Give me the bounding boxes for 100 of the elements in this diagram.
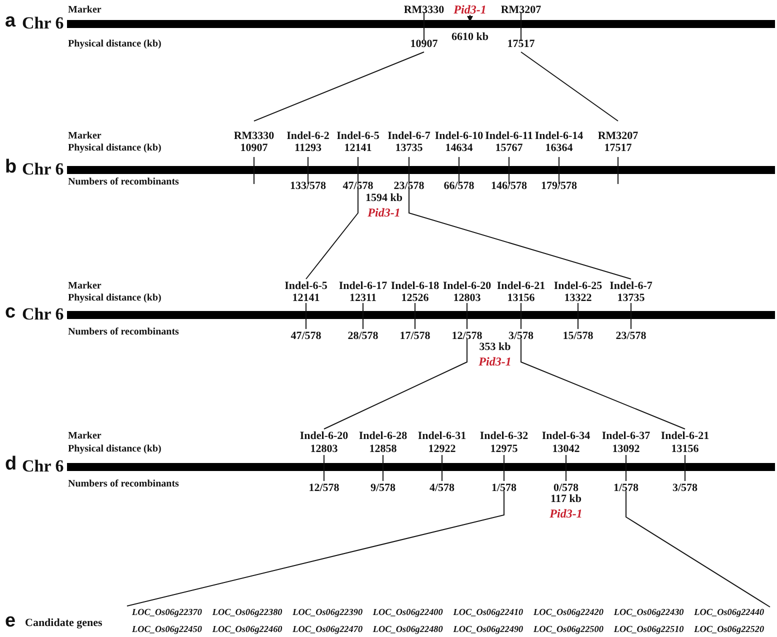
row-heading: Numbers of recombinants — [68, 326, 179, 338]
marker-name: Indel-6-20 — [300, 430, 348, 442]
marker-name: Indel-6-37 — [602, 430, 650, 442]
recombinant-count: 179/578 — [540, 180, 578, 192]
physical-distance: 13322 — [564, 292, 592, 304]
marker-name: Indel-6-14 — [534, 130, 584, 142]
row-heading: Marker — [68, 4, 102, 16]
gene-name: LOC_Os06g22420 — [534, 606, 604, 618]
marker-name: Indel-6-28 — [358, 430, 408, 442]
marker-name: Indel-6-5 — [284, 280, 328, 292]
physical-distance: 13042 — [552, 442, 580, 456]
panel-letter: d — [5, 454, 17, 476]
row-heading: Physical distance (kb) — [68, 38, 162, 50]
gene-name: LOC_Os06g22440 — [694, 606, 764, 618]
physical-distance: 12922 — [428, 442, 456, 456]
gene-name: LOC_Os06g22470 — [292, 624, 363, 634]
physical-distance: 11293 — [294, 142, 322, 154]
gene-name: LOC_Os06g22450 — [132, 624, 202, 634]
recombinant-count: 1/578 — [491, 482, 517, 494]
gene-name: LOC_Os06g22370 — [132, 606, 202, 618]
physical-distance: 12975 — [490, 442, 518, 456]
gene-name: LOC_Os06g22510 — [614, 624, 684, 634]
gene-name: LOC_Os06g22390 — [292, 606, 363, 618]
marker-name: Indel-6-17 — [338, 280, 388, 292]
panel-letter: e — [5, 612, 16, 632]
recombinant-count: 1/578 — [613, 482, 639, 494]
physical-distance: 13156 — [671, 442, 699, 456]
interval-size: 6610 kb — [452, 30, 488, 44]
marker-name: Indel-6-2 — [286, 130, 330, 142]
physical-distance: 14634 — [445, 142, 473, 154]
gene-name: Pid3-1 — [478, 355, 512, 369]
gene-name: LOC_Os06g22430 — [614, 606, 684, 618]
gene-name: LOC_Os06g22410 — [453, 606, 524, 618]
marker-name: Indel-6-5 — [336, 130, 380, 142]
physical-distance: 13735 — [395, 142, 423, 154]
recombinant-count: 28/578 — [348, 330, 378, 342]
panel-letter: b — [5, 158, 17, 178]
row-heading: Numbers of recombinants — [68, 176, 179, 188]
gene-name: Pid3-1 — [368, 206, 400, 220]
recombinant-count: 66/578 — [444, 180, 474, 192]
marker-name: Indel-6-21 — [660, 430, 710, 442]
gene-name: LOC_Os06g22500 — [534, 624, 604, 634]
row-heading: Physical distance (kb) — [68, 292, 162, 304]
gene-name: Pid3-1 — [550, 507, 582, 521]
recombinant-count: 12/578 — [308, 482, 340, 494]
recombinant-count: 3/578 — [508, 330, 534, 342]
physical-distance: 13156 — [507, 292, 535, 304]
physical-distance: 12311 — [350, 292, 376, 304]
marker-name: RM3330 — [234, 130, 274, 142]
gene-name: LOC_Os06g22460 — [212, 624, 282, 634]
marker-name: Indel-6-10 — [434, 130, 484, 142]
recombinant-count: 47/578 — [290, 330, 322, 342]
recombinant-count: 146/578 — [490, 180, 528, 192]
row-heading: Numbers of recombinants — [68, 478, 179, 490]
row-heading: Candidate genes — [25, 616, 102, 630]
recombinant-count: 23/578 — [616, 330, 646, 342]
row-heading: Marker — [68, 430, 102, 442]
marker-name: Indel-6-11 — [485, 130, 533, 142]
panel-letter: a — [5, 12, 16, 32]
marker-name: Indel-6-31 — [418, 430, 466, 442]
physical-distance: 17517 — [604, 142, 632, 154]
interval-size: 353 kb — [479, 340, 511, 354]
recombinant-count: 4/578 — [429, 482, 455, 494]
row-heading: Physical distance (kb) — [68, 444, 162, 454]
marker-name: RM3207 — [500, 4, 542, 16]
chromosome-label: Chr 6 — [22, 14, 64, 34]
gene-name: LOC_Os06g22400 — [372, 606, 443, 618]
row-heading: Physical distance (kb) — [68, 142, 162, 154]
recombinant-count: 9/578 — [370, 482, 396, 494]
physical-distance: 12803 — [310, 442, 338, 456]
gene-name: LOC_Os06g22480 — [372, 624, 443, 634]
physical-distance: 13092 — [612, 442, 640, 456]
physical-distance: 13735 — [617, 292, 645, 304]
gene-name: LOC_Os06g22520 — [694, 624, 764, 634]
gene-name: LOC_Os06g22490 — [453, 624, 524, 634]
physical-distance: 12526 — [401, 292, 429, 304]
recombinant-count: 23/578 — [394, 180, 424, 192]
panel-letter: c — [5, 302, 16, 324]
marker-name: Indel-6-7 — [610, 280, 652, 292]
physical-distance: 12803 — [453, 292, 481, 304]
marker-name: Indel-6-20 — [442, 280, 492, 292]
physical-distance: 12858 — [369, 442, 397, 456]
physical-distance: 12141 — [292, 292, 320, 304]
marker-name: Indel-6-25 — [554, 280, 602, 292]
physical-distance: 16364 — [545, 142, 573, 154]
row-heading: Marker — [68, 130, 102, 142]
marker-name: Indel-6-21 — [496, 280, 546, 292]
marker-name: RM3330 — [404, 4, 444, 16]
recombinant-count: 12/578 — [452, 330, 482, 342]
row-heading: Marker — [68, 280, 102, 292]
physical-distance: 17517 — [507, 38, 535, 50]
physical-distance: 10907 — [240, 142, 268, 154]
recombinant-count: 133/578 — [290, 180, 326, 192]
recombinant-count: 0/578 — [553, 482, 579, 494]
marker-name: Indel-6-32 — [480, 430, 528, 442]
physical-distance: 12141 — [344, 142, 372, 154]
interval-size: 1594 kb — [366, 192, 402, 204]
chromosome-label: Chr 6 — [22, 458, 64, 476]
marker-name: Indel-6-34 — [542, 430, 590, 442]
marker-name: Indel-6-18 — [390, 280, 440, 292]
